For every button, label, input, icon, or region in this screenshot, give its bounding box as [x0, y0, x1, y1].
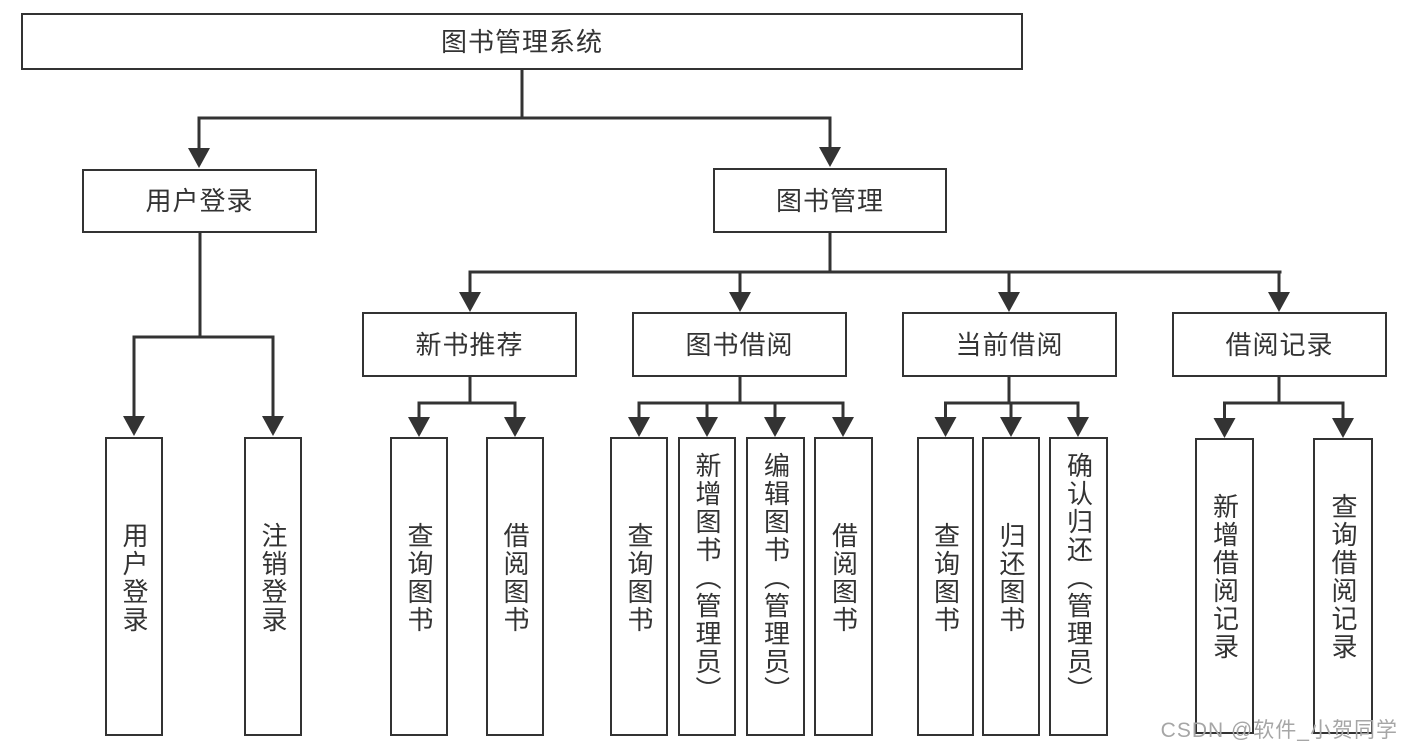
- leaf-edit-book-admin: 编辑图书（管理员）: [746, 437, 805, 736]
- leaf-confirm-return-admin: 确认归还（管理员）: [1049, 437, 1108, 736]
- leaf-logout: 注销登录: [244, 437, 302, 736]
- leaf-query-books-current: 查询图书: [917, 437, 974, 736]
- node-new-book-recommendation: 新书推荐: [362, 312, 577, 377]
- leaf-borrow-books-recommend: 借阅图书: [486, 437, 544, 736]
- leaf-add-borrow-record: 新增借阅记录: [1195, 438, 1254, 734]
- node-user-login: 用户登录: [82, 169, 317, 233]
- node-book-borrowing: 图书借阅: [632, 312, 847, 377]
- node-borrowing-records: 借阅记录: [1172, 312, 1387, 377]
- leaf-add-book-admin: 新增图书（管理员）: [678, 437, 736, 736]
- node-library-management-system: 图书管理系统: [21, 13, 1023, 70]
- leaf-user-login: 用户登录: [105, 437, 163, 736]
- leaf-return-books: 归还图书: [982, 437, 1040, 736]
- leaf-query-borrow-record: 查询借阅记录: [1313, 438, 1373, 734]
- node-book-management: 图书管理: [713, 168, 947, 233]
- watermark: CSDN @软件_小贺同学: [1160, 719, 1398, 742]
- leaf-query-books-borrowing: 查询图书: [610, 437, 668, 736]
- leaf-borrow-books-borrowing: 借阅图书: [814, 437, 873, 736]
- leaf-query-books-recommend: 查询图书: [390, 437, 448, 736]
- node-current-borrowing: 当前借阅: [902, 312, 1117, 377]
